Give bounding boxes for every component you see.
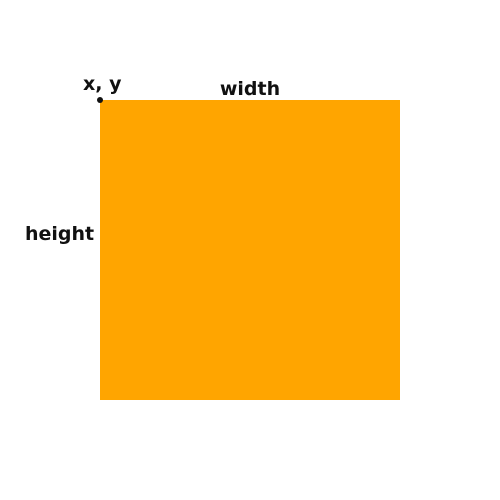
width-label: width xyxy=(219,78,281,100)
height-label: height xyxy=(25,223,95,245)
origin-label: x, y xyxy=(83,73,122,95)
origin-point xyxy=(97,97,103,103)
rectangle xyxy=(100,100,400,400)
